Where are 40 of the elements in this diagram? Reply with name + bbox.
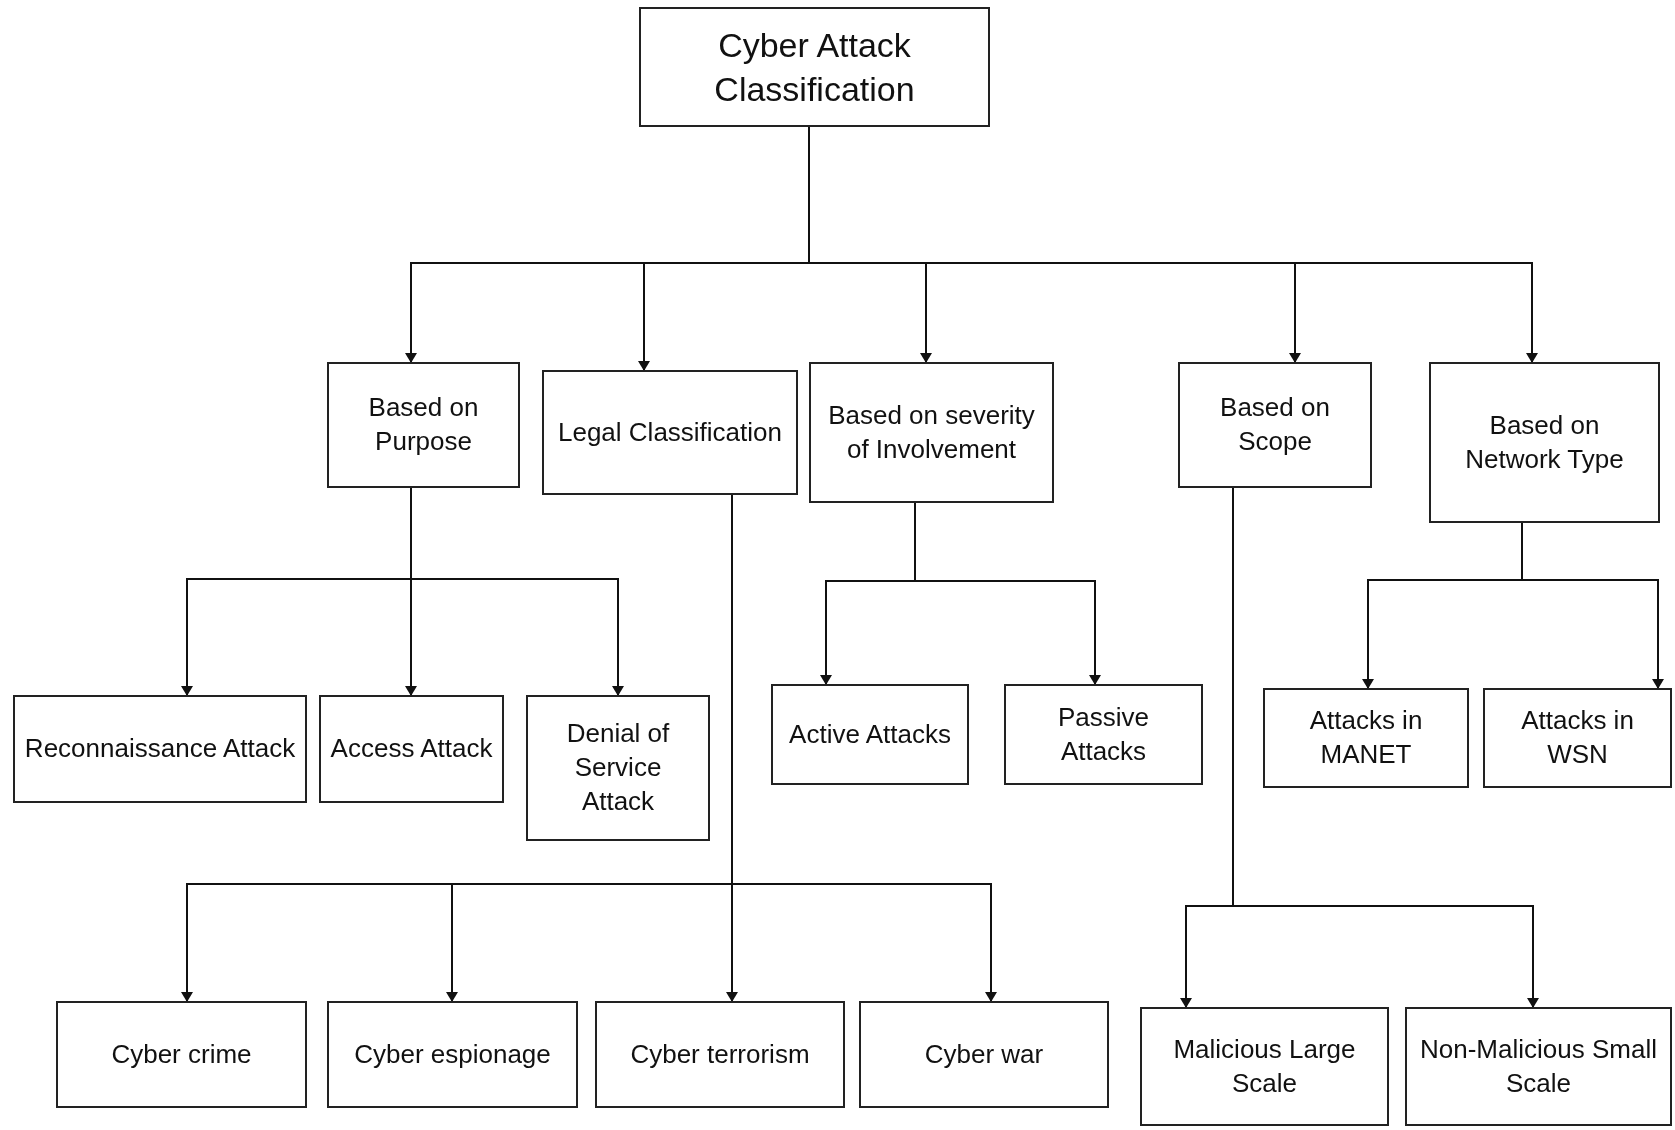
- node-label: Passive Attacks: [1056, 700, 1150, 768]
- node-label: Attacks in WSN: [1520, 704, 1635, 771]
- node-label: Legal Classification: [558, 415, 782, 449]
- category-box: [327, 1001, 578, 1108]
- category-box: [639, 7, 990, 127]
- category-box: [327, 362, 520, 488]
- node-label: Access Attack: [330, 732, 493, 766]
- category-box: [13, 695, 307, 803]
- connector-arrow: [1521, 522, 1664, 689]
- category-box: [1263, 688, 1469, 788]
- category-box: [859, 1001, 1109, 1108]
- category-box: [1140, 1007, 1389, 1126]
- category-box: [1483, 688, 1672, 788]
- category-box: [771, 684, 969, 785]
- node-label: Malicious Large Scale: [1172, 1032, 1357, 1100]
- category-box: [1429, 362, 1660, 523]
- category-box: [595, 1001, 845, 1108]
- node-label: Reconnaissance Attack: [24, 732, 296, 766]
- node-label: Based on Network Type: [1464, 408, 1625, 476]
- node-label: Cyber terrorism: [630, 1037, 810, 1071]
- category-box: [56, 1001, 307, 1108]
- node-label: Cyber Attack Classification: [713, 24, 916, 110]
- category-box: [542, 370, 798, 495]
- category-box: [319, 695, 504, 803]
- category-box: [1405, 1007, 1672, 1126]
- node-label: Non-Malicious Small Scale: [1419, 1032, 1658, 1100]
- category-box: [1178, 362, 1372, 488]
- node-label: Based on severity of Involvement: [827, 398, 1036, 466]
- node-label: Based on Scope: [1219, 391, 1331, 458]
- node-label: Cyber espionage: [354, 1037, 551, 1071]
- connector-arrow: [914, 502, 1101, 685]
- category-box: [809, 362, 1054, 503]
- category-box: [1004, 684, 1203, 785]
- node-label: Denial of Service Attack: [565, 717, 671, 818]
- node-label: Attacks in MANET: [1308, 704, 1424, 771]
- node-label: Cyber war: [924, 1037, 1044, 1071]
- node-label: Cyber crime: [111, 1037, 252, 1071]
- category-box: [526, 695, 710, 841]
- node-label: Active Attacks: [789, 717, 951, 751]
- node-label: Based on Purpose: [367, 391, 480, 458]
